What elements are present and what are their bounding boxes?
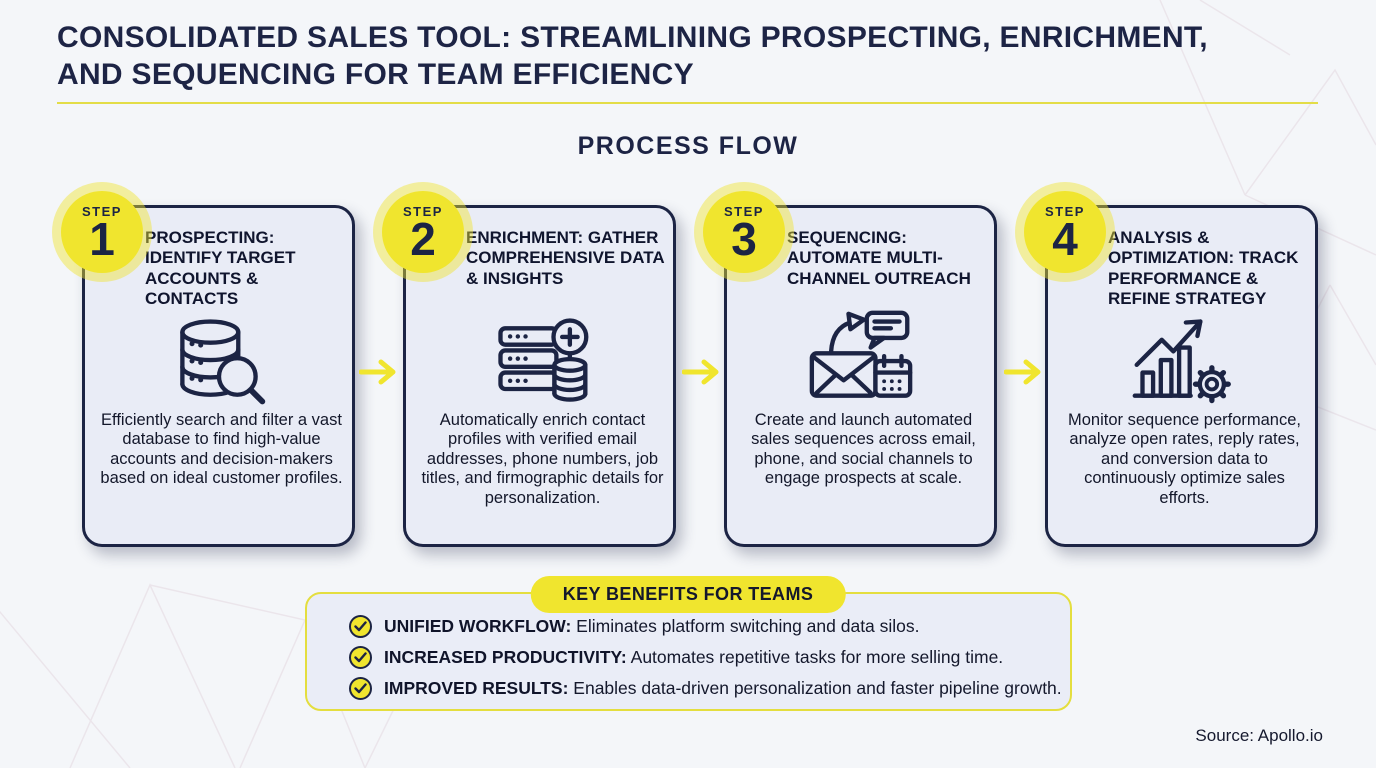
- step-4-badge: STEP 4: [1015, 182, 1115, 282]
- benefit-desc: Automates repetitive tasks for more sell…: [630, 646, 1004, 667]
- flow-arrow-1: [359, 357, 397, 387]
- benefit-text: INCREASED PRODUCTIVITY: Automates repeti…: [384, 647, 1003, 668]
- check-icon: [349, 614, 372, 638]
- step-3-description: Create and launch automated sales sequen…: [751, 411, 976, 488]
- step-number: 1: [89, 212, 115, 265]
- source-attribution: Source: Apollo.io: [1195, 726, 1323, 745]
- step-1-badge-circle: STEP 1: [61, 191, 143, 273]
- benefit-text: IMPROVED RESULTS: Enables data-driven pe…: [384, 678, 1062, 699]
- step-card-2: STEP 2 ENRICHMENT: GATHER COMPREHENSIVE …: [373, 182, 676, 547]
- step-4-title: ANALYSIS & OPTIMIZATION: TRACK PERFORMAN…: [1108, 228, 1299, 309]
- flow-arrow-3: [1004, 357, 1042, 387]
- step-badge-label: STEP: [724, 203, 764, 219]
- page-title: CONSOLIDATED SALES TOOL: STREAMLINING PR…: [57, 21, 1208, 91]
- step-2-badge-circle: STEP 2: [382, 191, 464, 273]
- step-2-title: ENRICHMENT: GATHER COMPREHENSIVE DATA & …: [466, 228, 665, 288]
- benefits-box: UNIFIED WORKFLOW: Eliminates platform sw…: [305, 592, 1072, 711]
- benefit-desc: Eliminates platform switching and data s…: [576, 615, 920, 636]
- step-card-4: STEP 4 ANALYSIS & OPTIMIZATION: TRACK PE…: [1015, 182, 1318, 547]
- benefit-item-1: UNIFIED WORKFLOW: Eliminates platform sw…: [349, 614, 1046, 638]
- step-3-badge: STEP 3: [694, 182, 794, 282]
- step-badge-label: STEP: [1045, 203, 1085, 219]
- step-badge-label: STEP: [403, 203, 443, 219]
- database-search-icon: [85, 304, 352, 420]
- check-icon: [349, 645, 372, 669]
- step-2-badge: STEP 2: [373, 182, 473, 282]
- outreach-sequence-icon: [727, 304, 994, 420]
- steps-row: STEP 1 PROSPECTING: IDENTIFY TARGET ACCO…: [52, 182, 1318, 547]
- step-1-badge: STEP 1: [52, 182, 152, 282]
- benefit-label: INCREASED PRODUCTIVITY:: [384, 646, 627, 667]
- step-number: 2: [410, 212, 436, 265]
- process-flow-heading: PROCESS FLOW: [577, 132, 799, 160]
- step-1-title: PROSPECTING: IDENTIFY TARGET ACCOUNTS & …: [145, 228, 296, 309]
- step-3-title: SEQUENCING: AUTOMATE MULTI-CHANNEL OUTRE…: [787, 228, 971, 288]
- step-card-3: STEP 3 SEQUENCING: AUTOMATE MULTI-CHANNE…: [694, 182, 997, 547]
- step-3-badge-circle: STEP 3: [703, 191, 785, 273]
- step-4-badge-circle: STEP 4: [1024, 191, 1106, 273]
- data-enrichment-icon: [406, 304, 673, 420]
- analytics-gear-icon: [1048, 304, 1315, 420]
- benefit-label: IMPROVED RESULTS:: [384, 677, 569, 698]
- benefit-item-3: IMPROVED RESULTS: Enables data-driven pe…: [349, 676, 1062, 700]
- benefit-text: UNIFIED WORKFLOW: Eliminates platform sw…: [384, 616, 920, 637]
- step-2-description: Automatically enrich contact profiles wi…: [421, 411, 664, 507]
- step-1-description: Efficiently search and filter a vast dat…: [100, 411, 343, 488]
- step-number: 3: [731, 212, 757, 265]
- check-icon: [349, 676, 372, 700]
- benefit-item-2: INCREASED PRODUCTIVITY: Automates repeti…: [349, 645, 1046, 669]
- title-divider: [57, 102, 1318, 104]
- benefits-heading-pill: KEY BENEFITS FOR TEAMS: [530, 576, 846, 613]
- step-badge-label: STEP: [82, 203, 122, 219]
- flow-arrow-2: [682, 357, 720, 387]
- step-number: 4: [1052, 212, 1078, 265]
- benefit-desc: Enables data-driven personalization and …: [573, 677, 1062, 698]
- benefit-label: UNIFIED WORKFLOW:: [384, 615, 572, 636]
- step-4-description: Monitor sequence performance, analyze op…: [1068, 411, 1301, 507]
- step-card-1: STEP 1 PROSPECTING: IDENTIFY TARGET ACCO…: [52, 182, 355, 547]
